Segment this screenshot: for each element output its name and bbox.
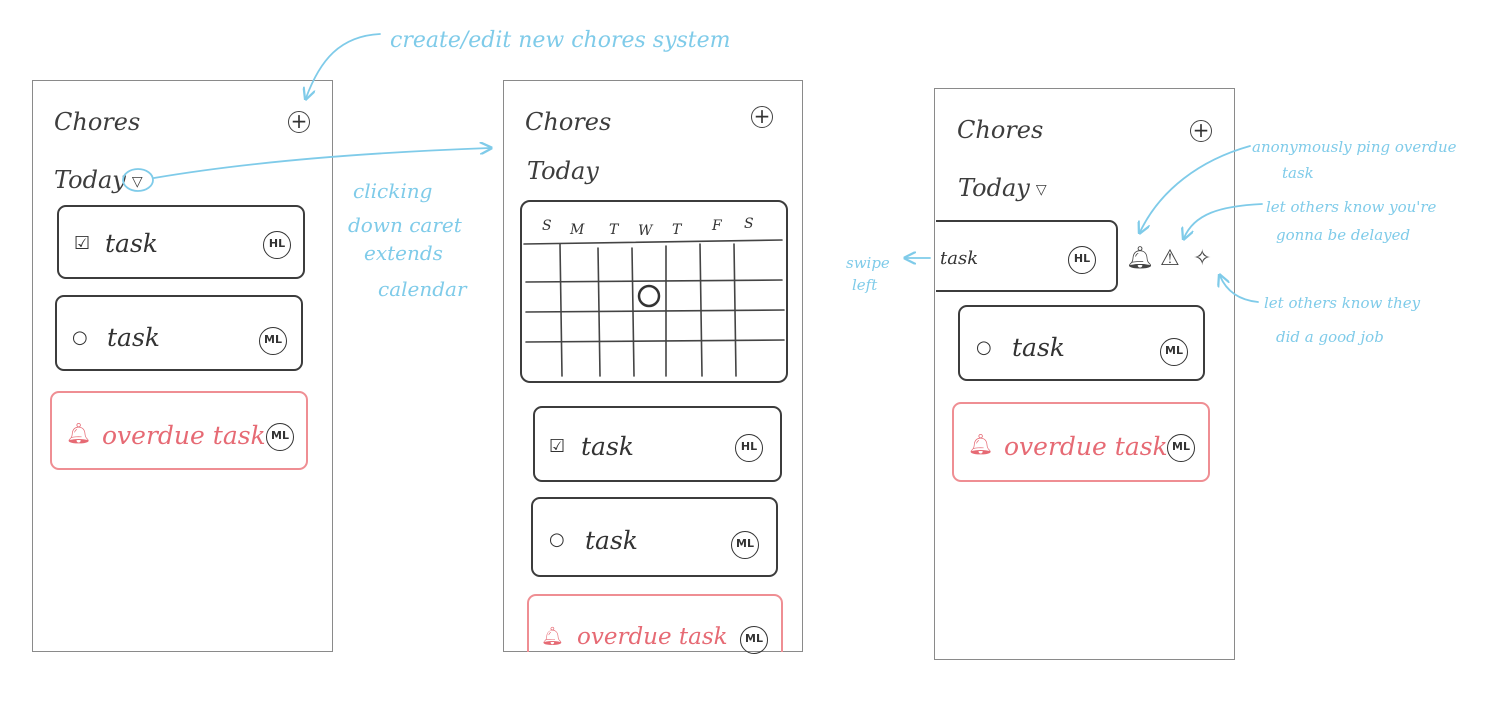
today-label: Today	[54, 166, 126, 194]
avatar-badge: ML	[1167, 434, 1195, 462]
bell-icon[interactable]: 🔔︎	[1126, 246, 1154, 271]
avatar-badge: HL	[263, 231, 291, 259]
check-circle-icon[interactable]: ☑	[549, 436, 566, 457]
calendar-day: M	[570, 222, 585, 238]
overdue-label: overdue task	[577, 624, 728, 650]
annotation-caret-2: down caret	[348, 213, 462, 237]
caret-down-icon[interactable]: ▽	[131, 174, 143, 190]
empty-circle-icon[interactable]: ○	[549, 529, 565, 550]
today-label-2: Today	[527, 157, 599, 185]
overdue-label: overdue task	[102, 421, 266, 450]
annotation-caret-4: calendar	[378, 277, 467, 301]
caret-down-icon[interactable]: ▽	[1035, 182, 1047, 198]
calendar-day: T	[672, 222, 682, 238]
task-label: task	[105, 229, 158, 258]
annotation-caret-3: extends	[364, 241, 443, 265]
plus-circle-icon[interactable]: +	[288, 111, 310, 133]
task-card-done-2[interactable]: ☑ task HL	[533, 406, 782, 482]
annotation-good-1: let others know they	[1264, 294, 1421, 312]
empty-circle-icon[interactable]: ○	[72, 327, 88, 348]
today-dropdown-3[interactable]: Today ▽	[958, 174, 1047, 202]
calendar: S M T W T F S	[520, 200, 788, 383]
warning-icon[interactable]: ⚠︎	[1160, 246, 1180, 271]
annotation-ping-2: task	[1282, 164, 1314, 182]
avatar-badge: ML	[266, 423, 294, 451]
annotation-caret-1: clicking	[353, 179, 433, 203]
chores-title-1: Chores	[54, 108, 141, 136]
overdue-card-1[interactable]: 🔔︎ overdue task ML	[50, 391, 308, 470]
task-card-swiped[interactable]: task HL	[936, 220, 1118, 292]
avatar-badge: HL	[1068, 246, 1096, 274]
annotation-ping-1: anonymously ping overdue	[1252, 138, 1457, 156]
avatar-badge: ML	[731, 531, 759, 559]
phone-frame-2	[503, 80, 803, 652]
overdue-label: overdue task	[1004, 432, 1168, 461]
bell-icon: 🔔︎	[968, 432, 994, 456]
annotation-good-2: did a good job	[1276, 328, 1384, 346]
annotation-delay-2: gonna be delayed	[1276, 226, 1411, 244]
calendar-day: T	[609, 222, 619, 238]
task-label: task	[581, 432, 634, 461]
avatar-badge: HL	[735, 434, 763, 462]
check-circle-icon[interactable]: ☑	[74, 233, 91, 254]
task-card-open-1[interactable]: ○ task ML	[55, 295, 303, 371]
annotation-swipe-1: swipe	[846, 254, 890, 272]
today-label: Today	[958, 174, 1030, 202]
task-label: task	[585, 526, 638, 555]
avatar-badge: ML	[259, 327, 287, 355]
task-label: task	[940, 248, 979, 269]
task-label: task	[107, 323, 160, 352]
annotation-create-edit: create/edit new chores system	[390, 28, 731, 53]
avatar-badge: ML	[740, 626, 768, 654]
calendar-day: S	[542, 218, 552, 234]
plus-circle-icon[interactable]: +	[1190, 120, 1212, 142]
avatar-badge: ML	[1160, 338, 1188, 366]
overdue-card-3[interactable]: 🔔︎ overdue task ML	[952, 402, 1210, 482]
plus-circle-icon[interactable]: +	[751, 106, 773, 128]
annotation-delay-1: let others know you're	[1266, 198, 1437, 216]
overdue-card-2[interactable]: 🔔︎ overdue task ML	[527, 594, 783, 654]
task-card-open-2[interactable]: ○ task ML	[531, 497, 778, 577]
selected-day-marker[interactable]	[637, 284, 661, 308]
empty-circle-icon[interactable]: ○	[976, 337, 992, 358]
task-card-done-1[interactable]: ☑ task HL	[57, 205, 305, 279]
calendar-day: W	[638, 223, 653, 239]
sparkle-icon[interactable]: ✧	[1193, 246, 1212, 271]
bell-icon: 🔔︎	[66, 421, 92, 445]
task-label: task	[1012, 333, 1065, 362]
task-card-open-3[interactable]: ○ task ML	[958, 305, 1205, 381]
bell-icon: 🔔︎	[541, 626, 564, 647]
annotation-swipe-2: left	[852, 276, 878, 294]
chores-title-3: Chores	[957, 116, 1044, 144]
calendar-day: S	[744, 216, 754, 232]
calendar-day: F	[712, 218, 722, 234]
today-dropdown-1[interactable]: Today ▽	[54, 166, 143, 194]
chores-title-2: Chores	[525, 108, 612, 136]
calendar-grid	[523, 239, 785, 377]
swiped-card-clip: task HL	[936, 220, 1120, 292]
